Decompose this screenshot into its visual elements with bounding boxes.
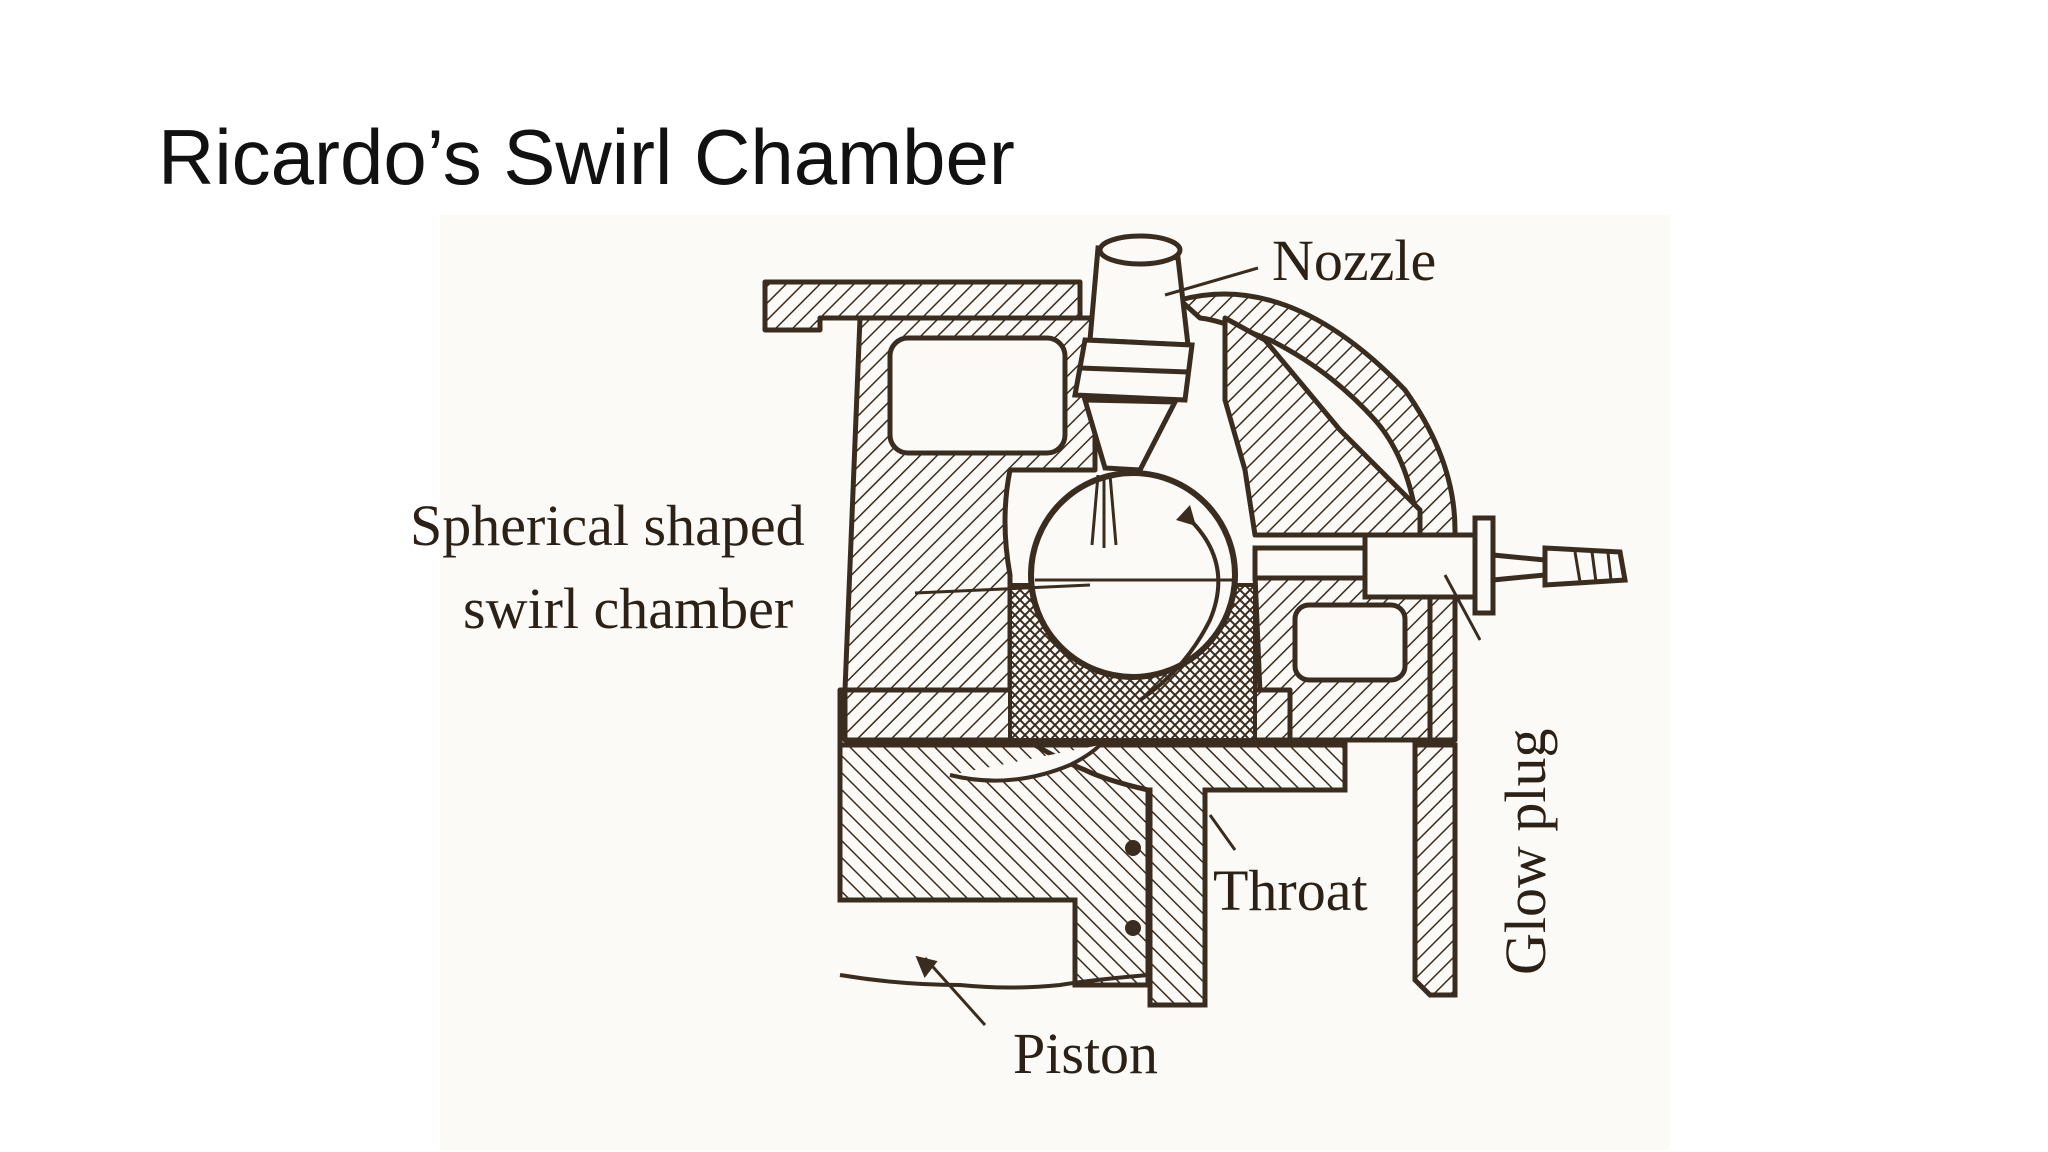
glow-plug — [1252, 515, 1628, 616]
water-jacket — [887, 335, 1068, 456]
cylinder-head — [762, 279, 1458, 748]
swirl-chamber — [1008, 470, 1257, 742]
label-chamber-line2: swirl chamber — [463, 576, 793, 641]
label-chamber-line1: Spherical shaped — [410, 493, 805, 558]
leader-lines — [914, 266, 1482, 1027]
label-glow-plug: Glow plug — [1493, 729, 1558, 976]
slide-title: Ricardo’s Swirl Chamber — [158, 113, 1015, 201]
label-nozzle: Nozzle — [1272, 228, 1436, 293]
nozzle — [1072, 233, 1195, 473]
piston — [837, 742, 1151, 990]
label-throat: Throat — [1213, 858, 1368, 923]
label-piston: Piston — [1013, 1021, 1158, 1086]
lower-jacket — [1292, 602, 1408, 683]
